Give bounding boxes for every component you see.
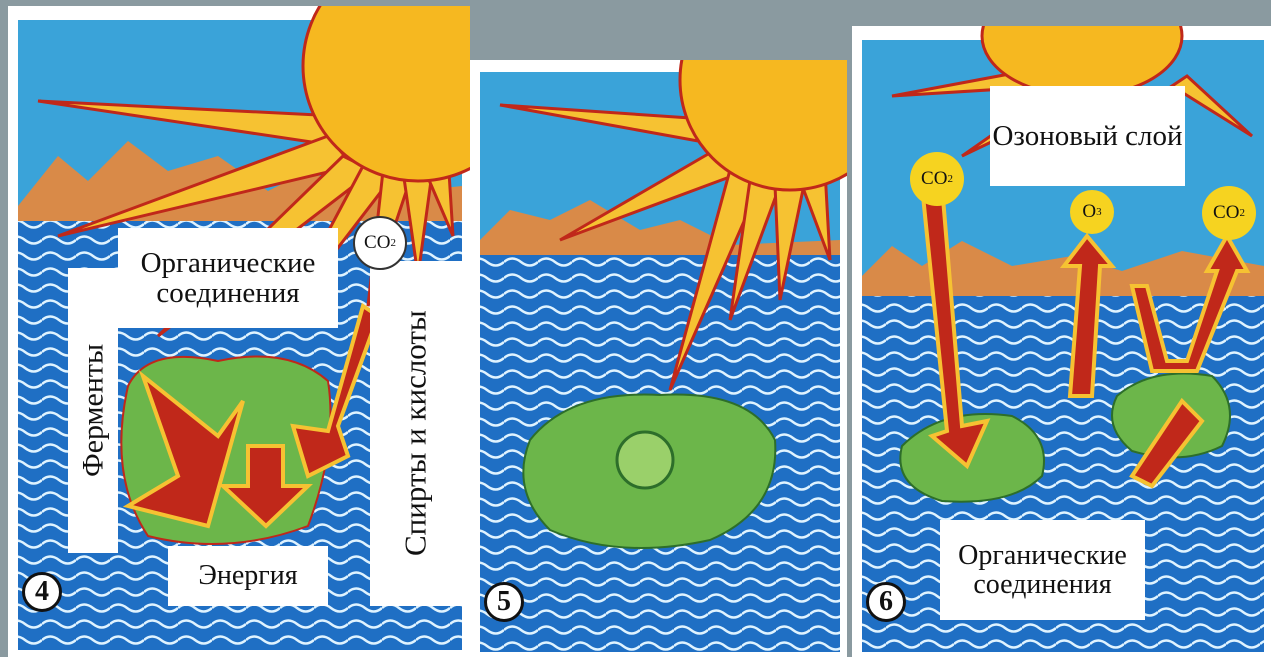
microorganism	[617, 432, 673, 488]
label-ozone-layer: Озоновый слой	[990, 86, 1185, 186]
label-organic-compounds: Органические соединения	[940, 520, 1145, 620]
panel-number: 4	[22, 572, 62, 612]
panel-5: 5	[470, 60, 847, 657]
label-organic-compounds: Органические соединения	[118, 228, 338, 328]
label-enzymes: Ферменты	[68, 268, 118, 553]
panel-5-scene	[470, 60, 847, 657]
panel-4: Органические соединения Ферменты Спирты …	[8, 6, 470, 657]
panel-number: 6	[866, 582, 906, 622]
label-energy: Энергия	[168, 546, 328, 606]
panel-number: 5	[484, 582, 524, 622]
label-alcohols-acids: Спирты и кислоты	[370, 261, 462, 606]
